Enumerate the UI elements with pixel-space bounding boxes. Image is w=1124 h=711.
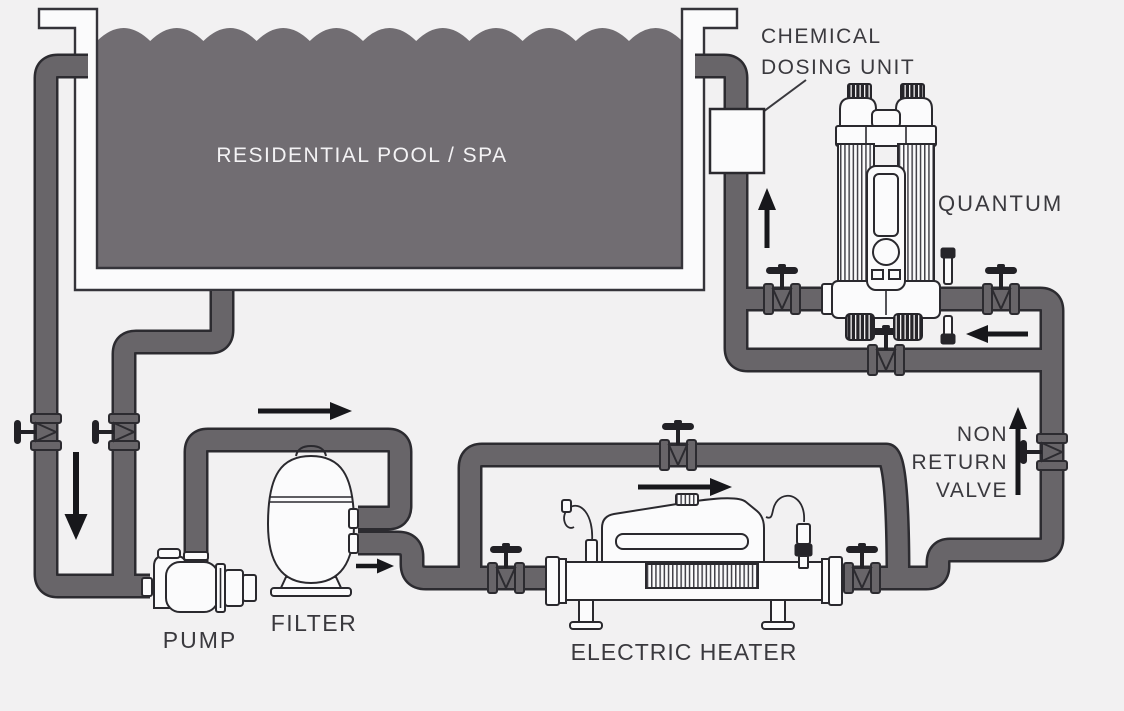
pipe-network: [33, 53, 1065, 599]
heater-sensor-cable-right: [765, 494, 805, 523]
pump: [141, 548, 257, 613]
flow-arrow-pump-to-filter-icon: [258, 402, 352, 420]
flow-arrow-heater-line-icon: [638, 478, 732, 496]
heater-control-box: [601, 497, 765, 563]
flow-arrow-non-return-flow-icon: [1009, 407, 1027, 495]
chemical-dosing-unit: [708, 79, 807, 175]
valve-drain-line: [92, 413, 140, 451]
flow-arrow-pool-suction-icon: [64, 452, 88, 540]
valve-skimmer-line: [14, 413, 62, 451]
flow-arrows: [64, 188, 1028, 574]
quantum-uv-unit: [821, 83, 956, 345]
dosing-box: [708, 107, 766, 175]
valve-heater-bypass: [659, 420, 697, 471]
flow-arrow-into-quantum-icon: [966, 325, 1028, 343]
pool-shell: [37, 7, 739, 292]
flow-arrow-return-to-pool-icon: [758, 188, 776, 248]
pool-water: [97, 28, 683, 268]
valve-heater-outlet: [843, 543, 881, 594]
non-return-valve: [1020, 433, 1068, 471]
flow-arrow-filter-outlet-icon: [356, 558, 394, 574]
filter: [266, 444, 359, 597]
valve-quantum-right: [982, 264, 1020, 315]
heater-knob: [675, 493, 699, 506]
valve-heater-inlet: [487, 543, 525, 594]
pool-tank: [37, 7, 739, 292]
valve-quantum-left: [763, 264, 801, 315]
electric-heater: [545, 493, 843, 630]
